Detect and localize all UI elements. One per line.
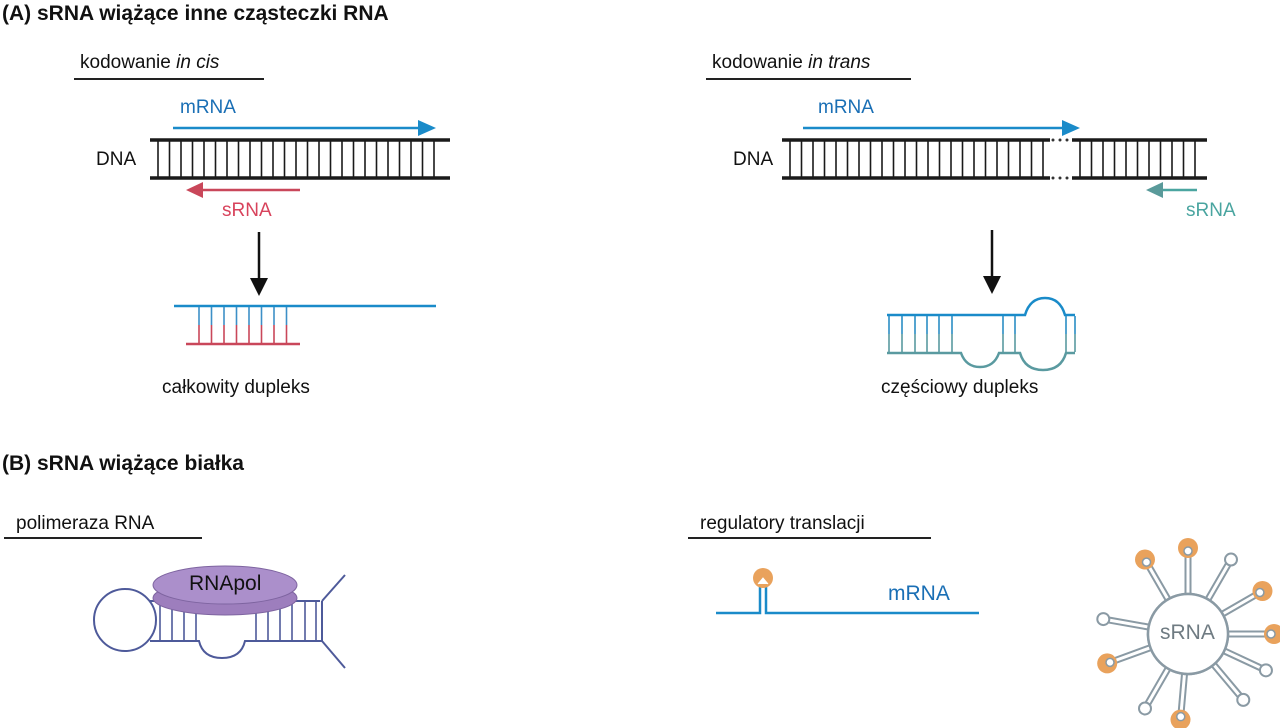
srna-protein-sponge: [1096, 538, 1280, 728]
hairpin-loop: [1236, 692, 1251, 707]
cis-mrna-arrow: [173, 120, 436, 136]
sponge-spoke: [1220, 590, 1257, 613]
mrna-hairpin-protein: [753, 568, 773, 588]
trans-partial-duplex: [887, 296, 1076, 372]
sponge-spoke: [1144, 666, 1167, 703]
hairpin-loop: [1255, 587, 1265, 598]
polymerase-heading: polimeraza RNA: [16, 513, 155, 534]
section-a-title: (A) sRNA wiążące inne cząsteczki RNA: [2, 2, 389, 25]
cis-srna-arrow: [186, 182, 300, 198]
trans-heading-italic: in trans: [808, 52, 871, 73]
hairpin-loop: [1141, 557, 1152, 567]
sponge-srna-label: sRNA: [1160, 621, 1215, 644]
trans-srna-label: sRNA: [1186, 200, 1236, 221]
rnapol-label: RNApol: [189, 572, 262, 595]
trans-mrna-arrow: [803, 120, 1080, 136]
trans-heading-underline: [706, 78, 911, 80]
hairpin-loop: [1138, 701, 1152, 716]
hairpin-loop: [1105, 657, 1115, 668]
trans-dna-gap-dots: [1051, 138, 1069, 180]
sponge-spoke: [1214, 662, 1243, 695]
section-b-title: (B) sRNA wiążące białka: [2, 452, 244, 475]
sponge-spoke: [1224, 647, 1262, 667]
hairpin-loop: [1224, 552, 1238, 567]
trans-down-arrow: [983, 230, 1001, 294]
cis-full-duplex: [174, 304, 436, 346]
rnapol-protein: [152, 565, 298, 616]
srna-core: [1146, 592, 1230, 676]
cis-down-arrow: [250, 232, 268, 296]
sponge-spoke: [1211, 665, 1239, 698]
cis-mrna-label: mRNA: [180, 97, 236, 118]
hairpin-loop: [1096, 612, 1111, 627]
trans-heading-main: kodowanie: [712, 52, 809, 73]
sponge-spoke: [1177, 673, 1184, 714]
sponge-spoke: [1223, 595, 1260, 618]
sponge-spoke: [1149, 562, 1172, 599]
sponge-spoke: [1209, 565, 1232, 602]
hairpin-loop: [1258, 663, 1273, 678]
trans-srna-arrow: [1146, 182, 1197, 198]
polymerase-heading-underline: [4, 537, 202, 539]
cis-srna-label: sRNA: [222, 200, 272, 221]
sponge-spoke: [1149, 669, 1172, 706]
trans-dna-label: DNA: [733, 149, 774, 170]
translation-mrna-label: mRNA: [888, 582, 950, 605]
sponge-spoke: [1111, 644, 1150, 660]
sponge-spoke: [1113, 649, 1152, 665]
trans-heading: kodowanie in trans: [712, 52, 870, 74]
sponge-spoke: [1182, 673, 1189, 715]
sponge-spoke: [1144, 565, 1167, 602]
hairpin-loop: [1266, 629, 1276, 639]
cis-heading-underline: [74, 78, 264, 80]
sponge-spoke: [1222, 652, 1260, 671]
cis-heading-main: kodowanie: [80, 52, 177, 73]
hairpin-loop: [1176, 711, 1186, 722]
cis-result-label: całkowity dupleks: [162, 377, 310, 398]
trans-mrna-label: mRNA: [818, 97, 874, 118]
cis-heading: kodowanie in cis: [80, 52, 219, 74]
sponge-spoke: [1109, 616, 1150, 626]
trans-result-label: częściowy dupleks: [881, 377, 1039, 398]
sponge-spoke: [1204, 562, 1227, 599]
hairpin-loop: [1183, 546, 1193, 556]
cis-dna-label: DNA: [96, 149, 137, 170]
translation-heading: regulatory translacji: [700, 513, 865, 534]
trans-dna-ladder-left: [782, 138, 1050, 180]
cis-dna-ladder: [150, 138, 450, 180]
sponge-spoke: [1108, 621, 1149, 631]
translation-heading-underline: [688, 537, 931, 539]
cis-heading-italic: in cis: [176, 52, 220, 73]
translation-mrna-line: [716, 587, 979, 615]
trans-dna-ladder-right: [1072, 138, 1207, 180]
